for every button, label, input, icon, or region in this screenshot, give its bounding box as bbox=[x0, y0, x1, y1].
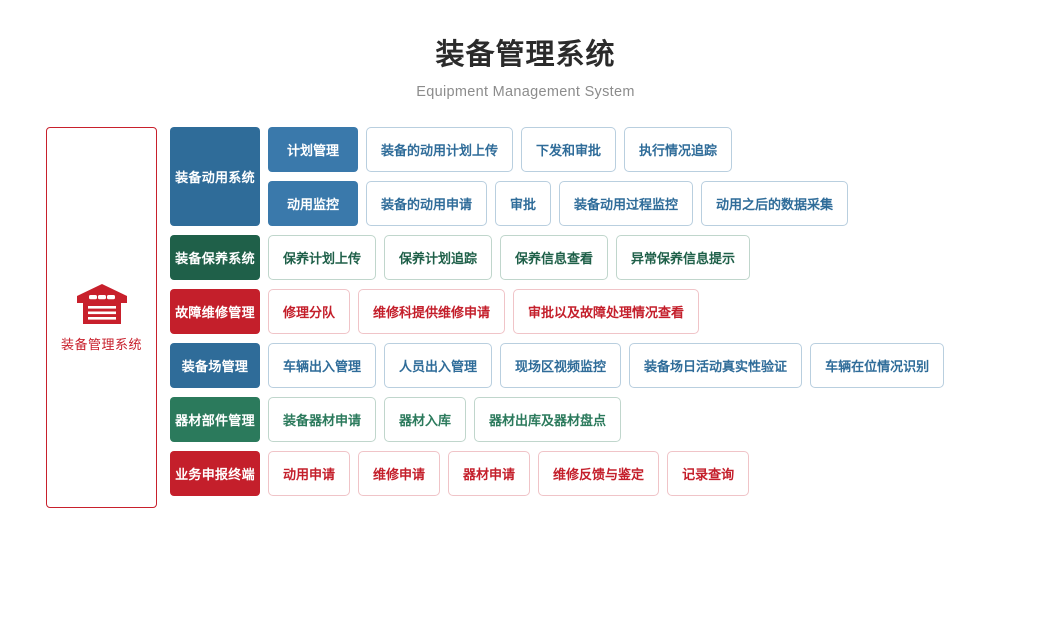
warehouse-icon bbox=[75, 283, 129, 325]
module-card[interactable]: 审批以及故障处理情况查看 bbox=[513, 289, 700, 334]
module-row: 器材部件管理装备器材申请器材入库器材出库及器材盘点 bbox=[170, 397, 944, 442]
module-card[interactable]: 现场区视频监控 bbox=[500, 343, 622, 388]
module-row: 装备保养系统保养计划上传保养计划追踪保养信息查看异常保养信息提示 bbox=[170, 235, 944, 280]
brand-label: 装备管理系统 bbox=[60, 336, 142, 352]
category-tile[interactable]: 装备动用系统 bbox=[170, 127, 260, 226]
module-card[interactable]: 下发和审批 bbox=[521, 127, 617, 172]
subgroup-row: 计划管理装备的动用计划上传下发和审批执行情况追踪 bbox=[260, 127, 848, 172]
module-card[interactable]: 器材申请 bbox=[448, 451, 531, 496]
module-card[interactable]: 动用申请 bbox=[268, 451, 351, 496]
module-card[interactable]: 维修反馈与鉴定 bbox=[538, 451, 660, 496]
category-tile[interactable]: 器材部件管理 bbox=[170, 397, 260, 442]
module-card[interactable]: 维修申请 bbox=[358, 451, 441, 496]
module-card[interactable]: 装备器材申请 bbox=[268, 397, 377, 442]
module-card[interactable]: 装备的动用申请 bbox=[366, 181, 488, 226]
page-subtitle: Equipment Management System bbox=[416, 83, 635, 100]
module-card[interactable]: 器材入库 bbox=[384, 397, 467, 442]
subcategory-tile[interactable]: 计划管理 bbox=[268, 127, 358, 172]
category-tile[interactable]: 装备保养系统 bbox=[170, 235, 260, 280]
module-card[interactable]: 修理分队 bbox=[268, 289, 351, 334]
category-tile[interactable]: 装备场管理 bbox=[170, 343, 260, 388]
module-card[interactable]: 装备动用过程监控 bbox=[559, 181, 694, 226]
module-card[interactable]: 记录查询 bbox=[667, 451, 750, 496]
module-row: 装备动用系统计划管理装备的动用计划上传下发和审批执行情况追踪动用监控装备的动用申… bbox=[170, 127, 944, 226]
module-card[interactable]: 保养计划追踪 bbox=[384, 235, 493, 280]
module-card[interactable]: 审批 bbox=[495, 181, 552, 226]
category-tile[interactable]: 业务申报终端 bbox=[170, 451, 260, 496]
module-card[interactable]: 动用之后的数据采集 bbox=[701, 181, 849, 226]
module-card[interactable]: 人员出入管理 bbox=[384, 343, 493, 388]
subcategory-tile[interactable]: 动用监控 bbox=[268, 181, 358, 226]
module-card[interactable]: 保养计划上传 bbox=[268, 235, 377, 280]
page-header: 装备管理系统 Equipment Management System bbox=[0, 0, 1051, 100]
module-card[interactable]: 维修科提供维修申请 bbox=[358, 289, 506, 334]
module-card[interactable]: 器材出库及器材盘点 bbox=[474, 397, 622, 442]
brand-panel[interactable]: 装备管理系统 bbox=[46, 127, 157, 508]
module-card[interactable]: 车辆在位情况识别 bbox=[810, 343, 945, 388]
module-row: 业务申报终端动用申请维修申请器材申请维修反馈与鉴定记录查询 bbox=[170, 451, 944, 496]
module-rows: 装备动用系统计划管理装备的动用计划上传下发和审批执行情况追踪动用监控装备的动用申… bbox=[170, 127, 945, 505]
module-card[interactable]: 执行情况追踪 bbox=[624, 127, 733, 172]
subgroup-stack: 计划管理装备的动用计划上传下发和审批执行情况追踪动用监控装备的动用申请审批装备动… bbox=[260, 127, 849, 226]
module-card[interactable]: 异常保养信息提示 bbox=[616, 235, 751, 280]
module-row: 装备场管理车辆出入管理人员出入管理现场区视频监控装备场日活动真实性验证车辆在位情… bbox=[170, 343, 945, 388]
page-title: 装备管理系统 bbox=[435, 39, 616, 71]
module-card[interactable]: 装备的动用计划上传 bbox=[366, 127, 514, 172]
module-row: 故障维修管理修理分队维修科提供维修申请审批以及故障处理情况查看 bbox=[170, 289, 944, 334]
category-tile[interactable]: 故障维修管理 bbox=[170, 289, 260, 334]
module-card[interactable]: 车辆出入管理 bbox=[268, 343, 377, 388]
subgroup-row: 动用监控装备的动用申请审批装备动用过程监控动用之后的数据采集 bbox=[260, 181, 849, 226]
module-card[interactable]: 保养信息查看 bbox=[500, 235, 609, 280]
module-card[interactable]: 装备场日活动真实性验证 bbox=[629, 343, 803, 388]
